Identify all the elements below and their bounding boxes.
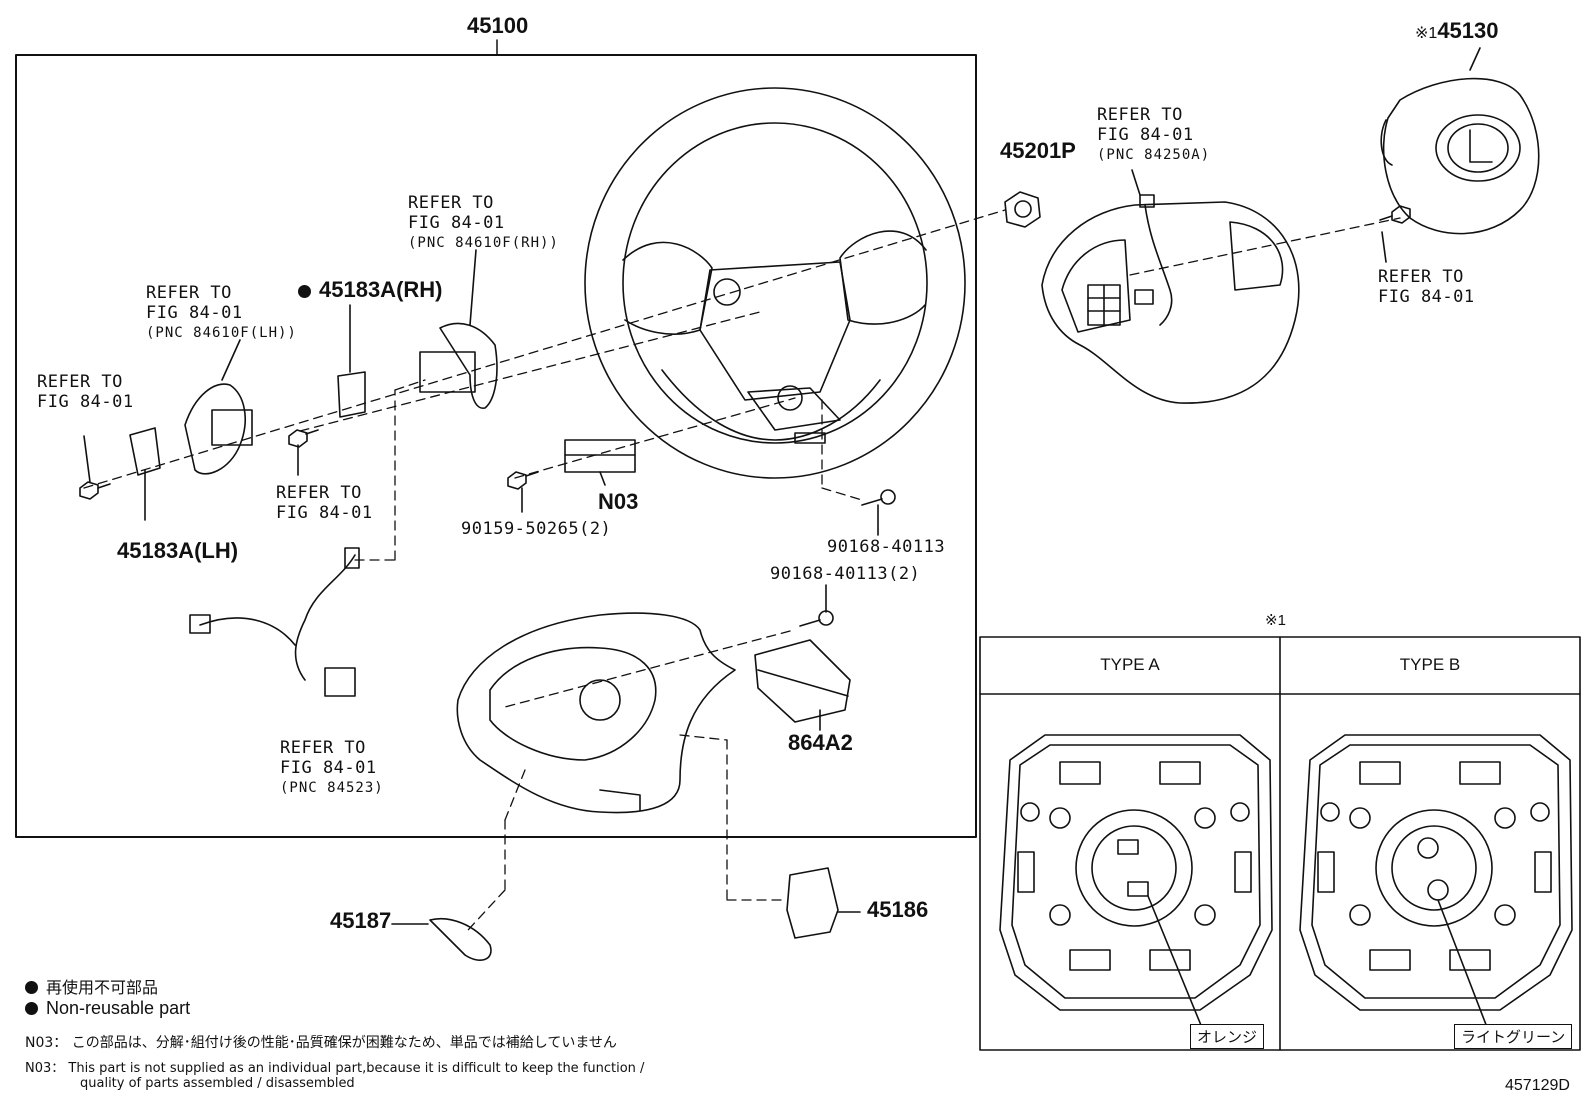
legend-non-reusable-jp: 再使用不可部品 [25,974,158,998]
fig-text: FIG 84-01 [276,503,373,523]
part-90168-2-label: 90168-40113(2) [770,564,921,584]
refer-switch-pad: REFER TO FIG 84-01 (PNC 84250A) [1097,105,1210,165]
refer-paddle-lh: REFER TO FIG 84-01 (PNC 84610F(LH)) [146,283,297,343]
part-45186-label: 45186 [867,897,929,922]
inset-note-mark: ※1 [1265,612,1286,629]
lower-cover [456,612,736,814]
type-b-header: TYPE B [1399,655,1461,674]
pnc-text: (PNC 84250A) [1097,147,1211,163]
refer-to-text: REFER TO [146,283,232,303]
nut-45201p [1004,191,1041,228]
fig-text: FIG 84-01 [1378,287,1475,307]
diagram-id: 457129D [1505,1077,1570,1094]
module-864a2 [754,639,851,731]
spiral-n03 [564,439,636,486]
cover-45187 [391,918,492,961]
note-mark-1: ※1 [1415,25,1438,42]
refer-to-text: REFER TO [37,372,123,392]
wire-harness [189,547,360,697]
airbag-45130 [1380,77,1540,235]
part-45183a-lh-label: 45183A(LH) [117,538,239,563]
note-en-line1: This part is not supplied as an individu… [68,1061,645,1076]
legend-en-text: Non-reusable part [46,998,191,1018]
note-n03-en: N03： This part is not supplied as an ind… [25,1061,645,1091]
part-45100-label: 45100 [467,13,529,38]
note-en-line2: quality of parts assembled / disassemble… [80,1076,355,1091]
pnc-text: (PNC 84610F(LH)) [146,325,297,341]
fig-text: FIG 84-01 [146,303,243,323]
connector-color-orange: オレンジ [1190,1024,1265,1049]
refer-rh-bolt: REFER TO FIG 84-01 [276,483,373,523]
airbag-back-type-b [1299,734,1573,1036]
airbag-back-type-a [999,734,1273,1036]
part-45183a-rh-number: 45183A(RH) [319,277,443,302]
part-864a2-label: 864A2 [788,730,853,755]
refer-to-text: REFER TO [280,738,366,758]
part-45183a-rh-label: 45183A(RH) [298,277,443,302]
part-45130-label: ※145130 [1415,18,1499,44]
refer-to-text: REFER TO [1378,267,1464,287]
part-n03-label: N03 [598,489,639,514]
bolts [79,205,1411,627]
fig-text: FIG 84-01 [408,213,505,233]
note-jp-text: この部品は、分解･組付け後の性能･品質確保が困難なため、単品では補給していません [71,1035,617,1051]
fig-text: FIG 84-01 [37,392,134,412]
refer-to-text: REFER TO [408,193,494,213]
cover-45186 [786,867,861,939]
type-inset [979,636,1581,1051]
refer-to-text: REFER TO [276,483,362,503]
part-45130-number: 45130 [1437,18,1499,43]
pnc-text: (PNC 84610F(RH)) [408,235,559,251]
note-code: N03 [25,1061,52,1076]
legend-dot-icon [25,981,38,994]
refer-paddle-rh: REFER TO FIG 84-01 (PNC 84610F(RH)) [408,193,559,253]
connector-color-lightgreen: ライトグリーン [1454,1024,1573,1049]
note-n03-jp: N03： この部品は、分解･組付け後の性能･品質確保が困難なため、単品では補給し… [25,1035,617,1051]
legend-non-reusable-en: Non-reusable part [25,998,190,1019]
assembly-frame [15,54,977,838]
fig-text: FIG 84-01 [1097,125,1194,145]
switch-pad [1041,194,1300,404]
part-45201p-label: 45201P [1000,138,1076,163]
paddle-lh [129,383,253,521]
fig-text: FIG 84-01 [280,758,377,778]
legend-dot-icon [25,1002,38,1015]
part-45187-label: 45187 [330,908,392,933]
refer-airbag-bolt: REFER TO FIG 84-01 [1378,267,1475,307]
refer-lh-bolt: REFER TO FIG 84-01 [37,372,134,412]
legend-jp-text: 再使用不可部品 [46,978,159,997]
type-a-header: TYPE A [1100,655,1160,674]
part-90159-label: 90159-50265(2) [461,519,612,539]
refer-to-text: REFER TO [1097,105,1183,125]
pnc-text: (PNC 84523) [280,780,384,796]
refer-wire-harness: REFER TO FIG 84-01 (PNC 84523) [280,738,384,798]
steering-wheel [584,87,966,479]
note-code: N03 [25,1035,54,1051]
part-90168-label: 90168-40113 [827,537,946,557]
non-reusable-marker [298,285,311,298]
